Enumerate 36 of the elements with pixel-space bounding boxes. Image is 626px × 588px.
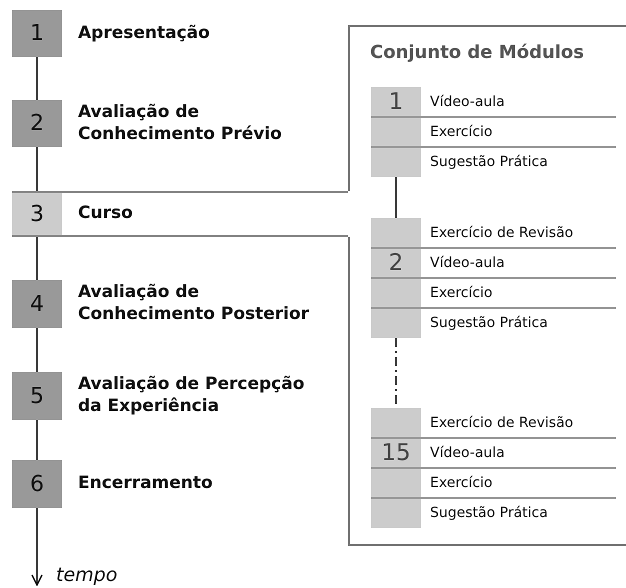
module-activity: Sugestão Prática [430,504,548,523]
module-number: 15 [380,439,412,468]
step-title: Avaliação de Conhecimento Posterior [78,282,310,326]
module-activity: Sugestão Prática [430,314,548,333]
course-band [12,191,348,237]
module-activity: Exercício de Revisão [430,224,574,243]
step-number: 1 [12,10,62,57]
module-number: 2 [388,249,404,278]
connector-line [395,177,397,218]
step-number: 6 [12,460,62,508]
step-number: 5 [12,372,62,420]
module-number: 1 [388,88,404,117]
step-title: Apresentação [78,22,211,44]
connector-line [36,57,38,100]
connector-line [36,420,38,460]
module-activity: Exercício [430,474,493,493]
step-title: Avaliação de Conhecimento Prévio [78,102,283,146]
arrow [31,508,43,586]
connector-line [36,237,38,280]
module-activity: Sugestão Prática [430,153,548,172]
step-title: Avaliação de Percepção da Experiência [78,374,306,418]
step-title: Curso [78,203,134,225]
module-activity: Exercício de Revisão [430,414,574,433]
module-activity: Vídeo-aula [430,93,505,112]
module-activity: Exercício [430,123,493,142]
module-activity: Exercício [430,284,493,303]
step-number: 3 [12,193,62,235]
module-activity: Vídeo-aula [430,254,505,273]
connector-line [36,328,38,372]
axis-label: tempo [56,564,118,586]
step-number: 4 [12,280,62,328]
step-title: Encerramento [78,473,214,495]
panel-title: Conjunto de Módulos [370,42,584,63]
step-number: 2 [12,100,62,147]
connector-line [36,147,38,191]
module-activity: Vídeo-aula [430,444,505,463]
